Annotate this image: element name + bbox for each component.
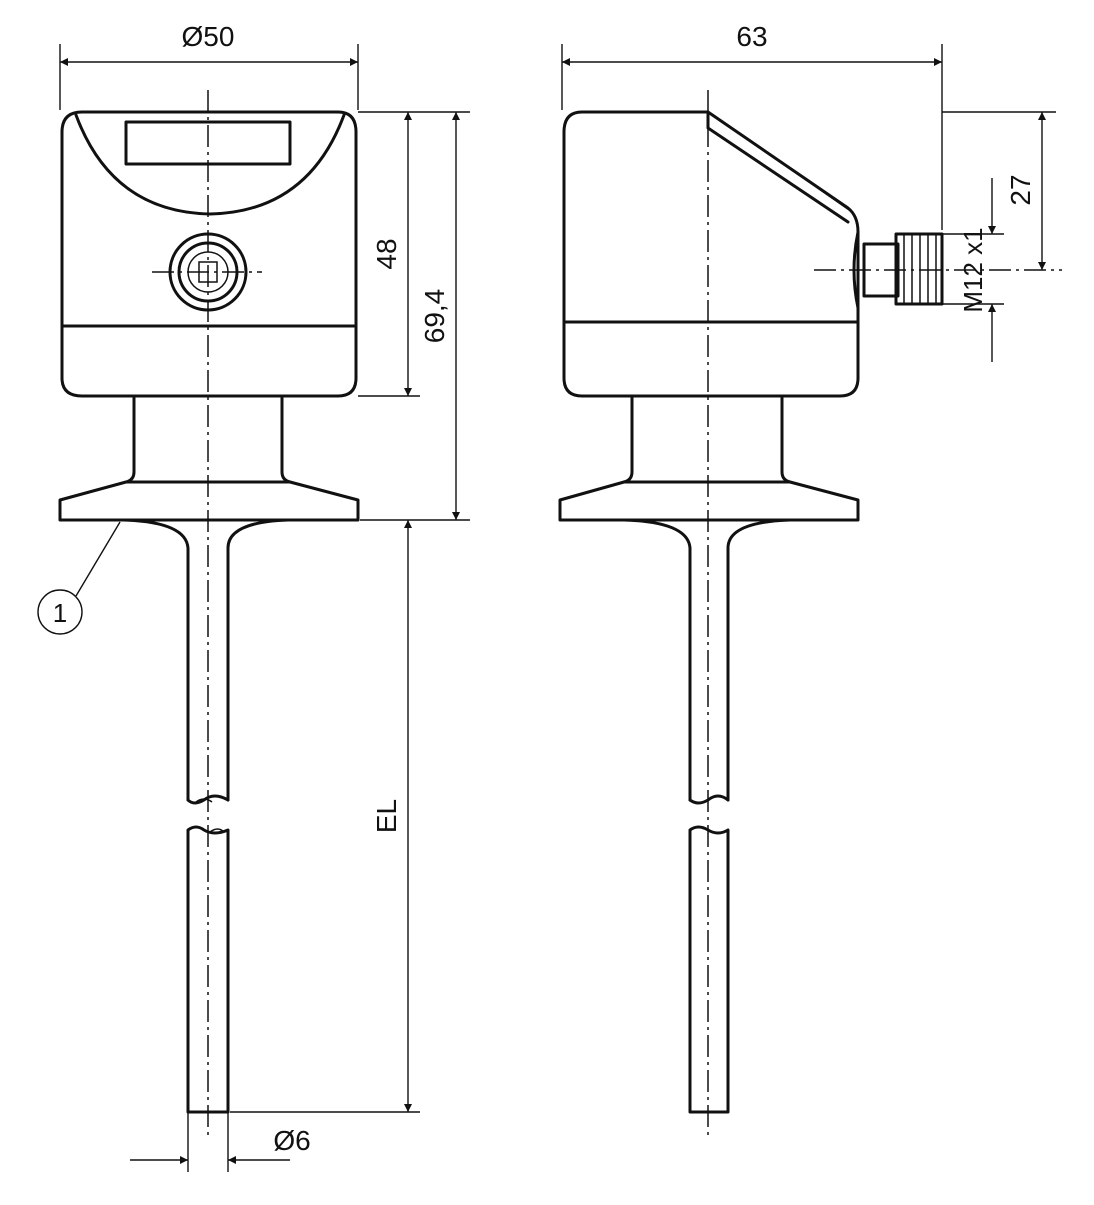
front-housing-outline bbox=[60, 110, 358, 398]
front-probe-lower bbox=[186, 825, 230, 1114]
front-clamp-neck bbox=[58, 394, 360, 522]
callout-process-connection: 1 bbox=[37, 521, 121, 635]
dim-housing-diameter-label: Ø50 bbox=[182, 21, 235, 52]
dim-total-height: 69,4 bbox=[360, 111, 470, 521]
dim-housing-diameter: Ø50 bbox=[59, 21, 359, 110]
side-housing-outline bbox=[562, 110, 860, 398]
side-probe-lower bbox=[688, 825, 730, 1114]
dim-housing-height: 48 bbox=[358, 111, 420, 397]
dim-insertion-length: EL bbox=[230, 520, 420, 1113]
dim-connector-offset-label: 27 bbox=[1005, 174, 1036, 205]
dim-depth-label: 63 bbox=[736, 21, 767, 52]
front-display-bezel bbox=[74, 113, 346, 216]
dim-connector-offset: 27 bbox=[942, 111, 1056, 270]
side-clamp-neck bbox=[558, 394, 860, 522]
side-view bbox=[558, 90, 1062, 1140]
dim-probe-diameter-label: Ø6 bbox=[273, 1125, 310, 1156]
dim-connector-thread-label: M12 x1 bbox=[958, 227, 988, 312]
side-probe-upper bbox=[622, 518, 792, 802]
dim-total-height-label: 69,4 bbox=[419, 289, 450, 344]
dim-connector-thread: M12 x1 bbox=[942, 178, 1004, 362]
dim-probe-diameter: Ø6 bbox=[130, 1112, 311, 1172]
front-probe-upper bbox=[122, 518, 290, 802]
dim-depth: 63 bbox=[561, 21, 943, 230]
dim-insertion-length-label: EL bbox=[371, 799, 402, 833]
dim-housing-height-label: 48 bbox=[371, 238, 402, 269]
front-view bbox=[58, 90, 360, 1140]
callout-process-connection-label: 1 bbox=[53, 598, 67, 628]
